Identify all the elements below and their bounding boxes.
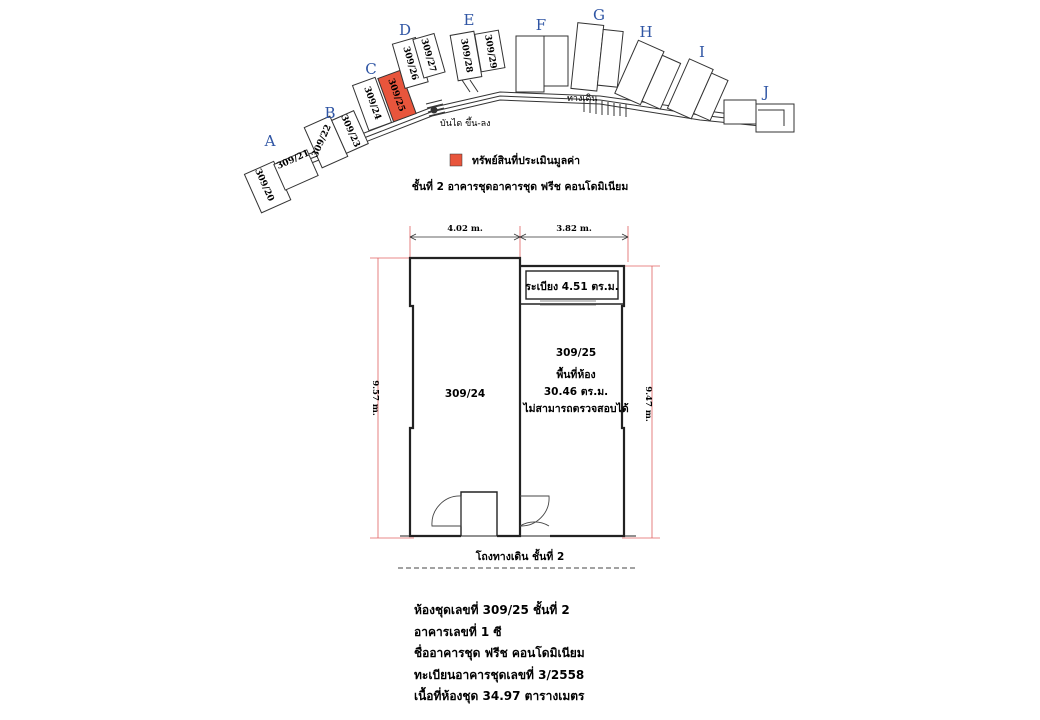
building-b-letter: B	[324, 104, 335, 122]
unit-309-23-box	[331, 110, 369, 154]
dim-left-height: 9.57 m.	[370, 380, 380, 416]
info-building-name: ชื่ออาคารชุด ฟรีช คอนโดมิเนียม	[414, 646, 585, 660]
unit-309-24-box	[351, 76, 393, 132]
unit-info-block: ห้องชุดเลขที่ 309/25 ชั้นที่ 2 อาคารเลขท…	[414, 600, 585, 708]
building-d	[391, 32, 446, 89]
building-d-letter: D	[399, 21, 411, 39]
dim-right-width: 3.82 m.	[556, 224, 592, 234]
building-b	[303, 110, 369, 169]
inspect-note: ไม่สามารถตรวจสอบได้	[522, 402, 628, 415]
info-building-number: อาคารเลขที่ 1 ซี	[414, 624, 502, 639]
unit-309-29-box	[474, 29, 506, 73]
stair-e	[461, 79, 479, 93]
building-c	[351, 69, 446, 132]
building-e-letter: E	[464, 11, 475, 29]
building-a	[243, 149, 319, 214]
unit-number-label: 309/25	[556, 347, 596, 359]
building-h	[614, 39, 682, 110]
unit-309-27-box	[412, 32, 446, 79]
dimension-top	[409, 233, 629, 241]
door-swings	[431, 495, 550, 527]
sliding-door	[540, 300, 596, 306]
building-letters: A B C D E F G H I J	[264, 6, 769, 150]
corridor-label: โถงทางเดิน ชั้นที่ 2	[475, 548, 565, 563]
info-unit-number: ห้องชุดเลขที่ 309/25 ชั้นที่ 2	[414, 603, 570, 617]
unit-309-25-box	[377, 69, 417, 123]
info-area: เนื้อที่ห้องชุด 34.97 ตารางเมตร	[414, 689, 585, 703]
building-g	[570, 22, 627, 117]
area-label: พื้นที่ห้อง	[556, 366, 595, 381]
site-plan	[243, 22, 795, 214]
building-j	[723, 99, 795, 133]
building-h-letter: H	[639, 23, 652, 41]
balcony-label: ระเบียง 4.51 ตร.ม.	[525, 280, 618, 293]
site-plan-caption: ชั้นที่ 2 อาคารชุดอาคารชุด ฟรีช คอนโดมิเ…	[412, 178, 629, 194]
left-unit-label: 309/24	[445, 388, 485, 400]
building-e	[449, 29, 506, 93]
legend-label: ทรัพย์สินที่ประเมินมูลค่า	[472, 152, 580, 168]
building-j-letter: J	[761, 83, 769, 101]
building-g-letter: G	[593, 6, 605, 24]
dimension-lines	[370, 226, 660, 539]
entry-recess	[460, 491, 498, 536]
dim-right-height: 9.47 m.	[643, 386, 653, 422]
building-i-letter: I	[699, 43, 705, 61]
stair-steps	[425, 99, 446, 117]
legend-swatch	[449, 153, 463, 167]
walkway-label: ทางเดิน	[567, 93, 597, 104]
building-c-letter: C	[365, 60, 376, 78]
unit-309-25-walls	[520, 264, 626, 538]
dim-left-width: 4.02 m.	[447, 224, 483, 234]
building-i	[666, 58, 729, 122]
unit-309-21-box	[273, 149, 319, 191]
area-value: 30.46 ตร.ม.	[544, 386, 608, 398]
stair-label: บันได ขึ้น-ลง	[440, 116, 491, 129]
building-a-letter: A	[264, 132, 276, 150]
building-f	[515, 35, 569, 93]
unit-309-24-walls	[408, 256, 522, 538]
balcony-rail	[525, 270, 619, 300]
building-f-letter: F	[536, 16, 546, 34]
floor-plan: 4.02 m. 3.82 m. 9.57 m. 9.47 m. ระเบียง …	[370, 224, 660, 569]
info-registration: ทะเบียนอาคารชุดเลขที่ 3/2558	[414, 667, 585, 682]
stair-g	[583, 100, 627, 117]
